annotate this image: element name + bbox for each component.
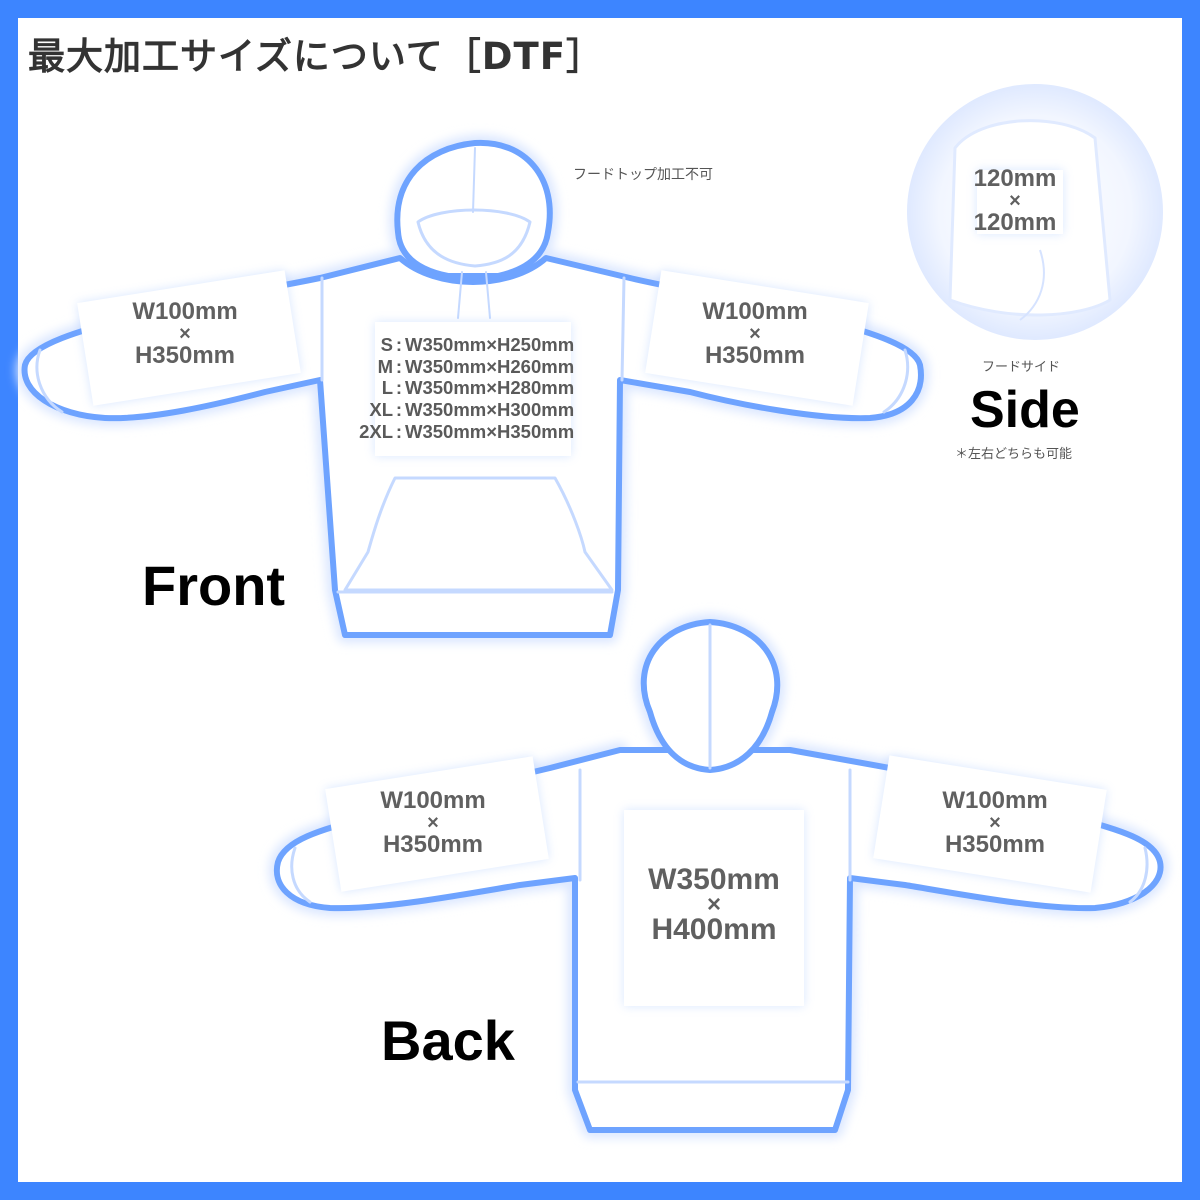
front-chest-size-list: S:W350mm×H250mm M:W350mm×H260mm L:W350mm… — [343, 334, 588, 443]
times-sign: × — [427, 812, 439, 834]
times-sign: × — [179, 323, 191, 345]
front-view-label: Front — [142, 554, 286, 617]
front-left-sleeve-size: W100mm × H350mm — [85, 298, 285, 369]
size-row: 2XL:W350mm×H350mm — [343, 421, 588, 443]
size-dims: W350mm×H260mm — [405, 355, 575, 377]
size-row: S:W350mm×H250mm — [343, 334, 588, 356]
size-width: W350mm — [648, 863, 780, 896]
times-sign: × — [749, 323, 761, 345]
size-width: W100mm — [132, 298, 238, 325]
back-right-sleeve-size: W100mm × H350mm — [895, 787, 1095, 858]
back-center-size: W350mm × H400mm — [624, 863, 804, 946]
times-sign: × — [989, 812, 1001, 834]
size-dims: W350mm×H280mm — [405, 377, 575, 399]
hood-top-note: フードトップ加工不可 — [573, 167, 713, 183]
size-height: 120mm — [973, 209, 1057, 236]
size-height: H350mm — [704, 342, 806, 369]
size-name: XL — [369, 399, 393, 421]
side-hood-size: 120mm × 120mm — [950, 165, 1080, 236]
size-name: M — [377, 355, 393, 377]
size-name: 2XL — [359, 420, 393, 442]
size-dims: W350mm×H350mm — [405, 420, 575, 442]
size-width: 120mm — [973, 165, 1057, 192]
print-areas — [77, 170, 1107, 1006]
times-sign: × — [706, 891, 721, 918]
size-dims: W350mm×H300mm — [405, 399, 575, 421]
side-view-label: Side — [970, 381, 1080, 439]
side-note: ＊左右どちらも可能 — [955, 447, 1073, 462]
page-title: 最大加工サイズについて［DTF］ — [28, 35, 605, 78]
size-height: H350mm — [382, 831, 484, 858]
side-caption: フードサイド — [982, 360, 1061, 375]
times-sign: × — [1009, 190, 1021, 212]
back-left-sleeve-size: W100mm × H350mm — [333, 787, 533, 858]
size-dims: W350mm×H250mm — [405, 334, 575, 355]
size-height: H350mm — [944, 831, 1046, 858]
size-width: W100mm — [942, 787, 1048, 814]
size-row: XL:W350mm×H300mm — [343, 399, 588, 421]
front-right-sleeve-size: W100mm × H350mm — [655, 298, 855, 369]
size-row: M:W350mm×H260mm — [343, 356, 588, 378]
size-height: H400mm — [651, 913, 777, 946]
size-name: L — [381, 377, 393, 399]
back-view-label: Back — [381, 1009, 515, 1072]
size-width: W100mm — [380, 787, 486, 814]
size-name: S — [380, 334, 393, 355]
size-height: H350mm — [134, 342, 236, 369]
size-width: W100mm — [702, 298, 808, 325]
size-row: L:W350mm×H280mm — [343, 377, 588, 399]
